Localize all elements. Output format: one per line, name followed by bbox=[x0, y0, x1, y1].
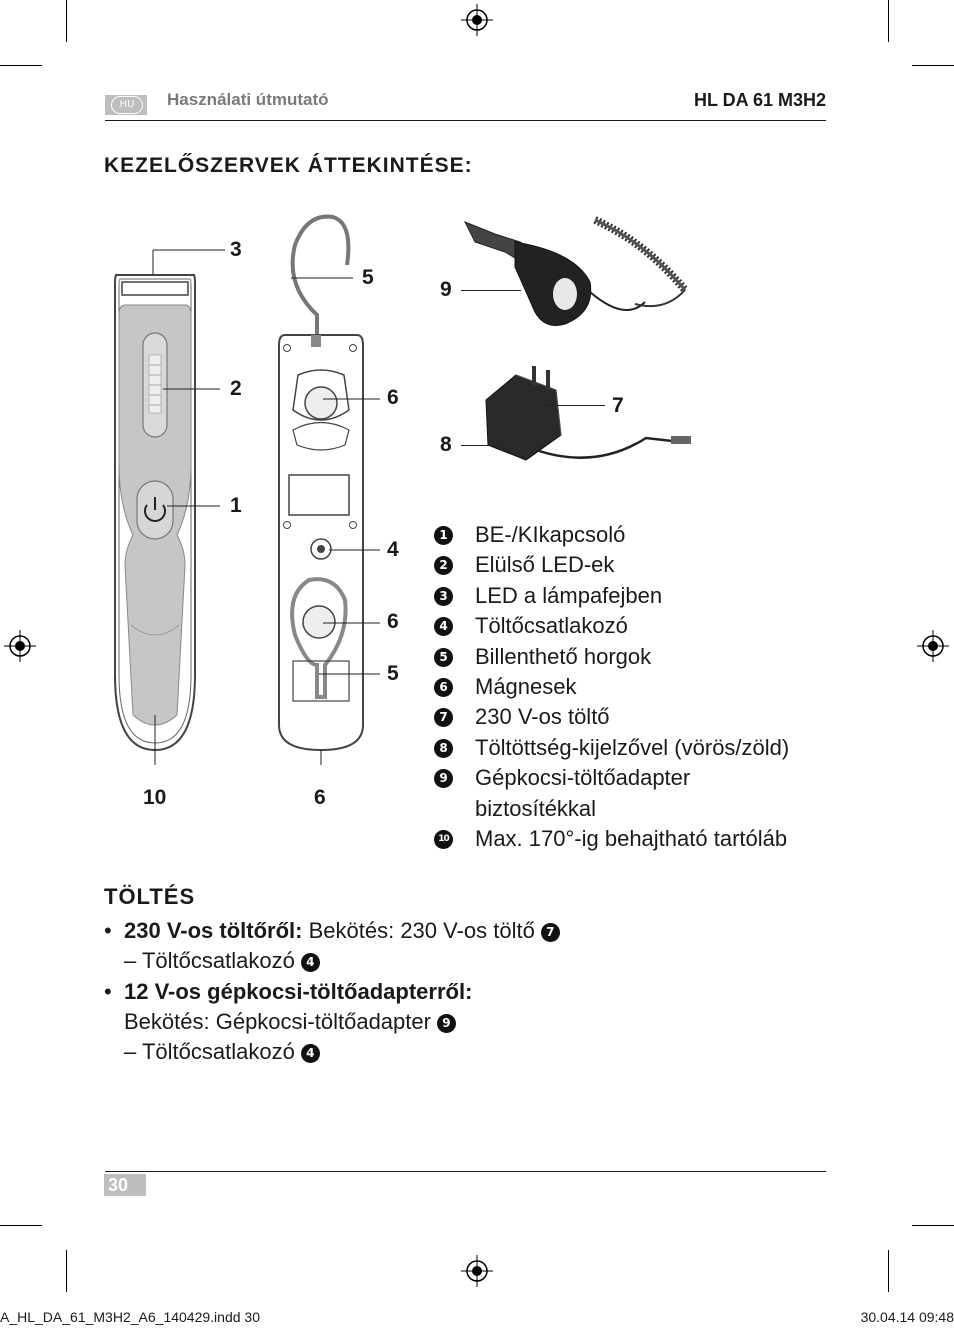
header-divider bbox=[105, 120, 826, 121]
registration-mark-icon bbox=[4, 630, 36, 662]
item-number: 4 bbox=[434, 617, 453, 637]
bullet-bold: 230 V-os töltőről: bbox=[124, 918, 303, 943]
slug-date: 30.04.14 09:48 bbox=[860, 1309, 954, 1325]
bullet-bold: 12 V-os gépkocsi-töltőadapterről: bbox=[124, 979, 473, 1004]
item-label: Gépkocsi-töltőadapter bbox=[475, 765, 691, 791]
crop-mark bbox=[66, 0, 67, 42]
lamp-back-view bbox=[278, 214, 364, 752]
bullet-text-body: Bekötés: Gépkocsi-töltőadapter bbox=[124, 1009, 431, 1034]
crop-mark bbox=[0, 1225, 42, 1226]
item-label-cont: biztosítékkal bbox=[475, 795, 597, 821]
car-charger-leader bbox=[461, 290, 521, 291]
callout-4: 4 bbox=[387, 538, 399, 561]
bullet-text: 12 V-os gépkocsi-töltőadapterről: bbox=[124, 977, 472, 1007]
item-label: LED a lámpafejben bbox=[475, 582, 663, 608]
registration-mark-icon bbox=[461, 1255, 493, 1287]
header-title: Használati útmutató bbox=[167, 90, 329, 109]
callout-5b: 5 bbox=[387, 662, 399, 685]
bullet-text: – Töltőcsatlakozó 4 bbox=[124, 946, 320, 976]
crop-mark bbox=[888, 0, 889, 42]
item-number: 9 bbox=[434, 769, 453, 789]
list-item: 6 Mágnesek bbox=[434, 672, 789, 702]
list-item: 8 Töltöttség-kijelzővel (vörös/zöld) bbox=[434, 733, 789, 763]
ref-number: 4 bbox=[300, 1044, 320, 1063]
footer-divider bbox=[105, 1171, 826, 1172]
parts-list: 1 BE-/KIkapcsoló 2 Elülső LED-ek 3 LED a lá… bbox=[434, 520, 789, 854]
item-number: 1 bbox=[434, 526, 453, 545]
item-label: Elülső LED-ek bbox=[475, 552, 615, 578]
callout-8: 8 bbox=[440, 433, 452, 456]
item-number: 7 bbox=[434, 708, 453, 728]
callout-6c: 6 bbox=[314, 786, 326, 809]
crop-mark bbox=[912, 1225, 954, 1226]
list-item: 4 Töltőcsatlakozó bbox=[434, 611, 789, 641]
wall-charger-illustration bbox=[485, 366, 691, 461]
callout-2: 2 bbox=[230, 377, 242, 400]
callout-7: 7 bbox=[612, 394, 624, 417]
bullet-dot: • bbox=[104, 918, 112, 943]
registration-mark-icon bbox=[917, 630, 949, 662]
crop-mark bbox=[0, 65, 42, 66]
wall-charger-leader-8 bbox=[461, 445, 501, 446]
page-number: 30 bbox=[104, 1174, 146, 1196]
item-number: 3 bbox=[434, 586, 453, 606]
callout-1: 1 bbox=[230, 494, 242, 517]
list-item: 1 BE-/KIkapcsoló bbox=[434, 520, 789, 550]
lamp-front-view bbox=[114, 273, 196, 752]
item-label: 230 V-os töltő bbox=[475, 704, 610, 730]
list-item: 7 230 V-os töltő bbox=[434, 702, 789, 732]
crop-mark bbox=[66, 1250, 67, 1292]
language-code: HU bbox=[111, 96, 143, 114]
bullet-text-body: – Töltőcsatlakozó bbox=[124, 1039, 295, 1064]
registration-mark-icon bbox=[461, 4, 493, 36]
callout-3: 3 bbox=[230, 238, 242, 261]
item-label: Töltöttség-kijelzővel (vörös/zöld) bbox=[475, 734, 790, 760]
product-illustration bbox=[114, 214, 380, 765]
ref-number: 9 bbox=[436, 1014, 456, 1033]
callout-5a: 5 bbox=[362, 266, 374, 289]
ref-number: 4 bbox=[300, 953, 320, 972]
bullet-dot: • bbox=[104, 979, 112, 1004]
item-number: 5 bbox=[434, 647, 453, 667]
list-item: 2 Elülső LED-ek bbox=[434, 550, 789, 580]
callout-6b: 6 bbox=[387, 610, 399, 633]
crop-mark bbox=[888, 1250, 889, 1292]
item-number: 10 bbox=[434, 829, 453, 849]
language-badge: HU bbox=[105, 95, 147, 115]
wall-charger-leader-7 bbox=[545, 405, 605, 406]
bullet-text: Bekötés: Gépkocsi-töltőadapter 9 bbox=[124, 1007, 456, 1037]
item-label: Mágnesek bbox=[475, 673, 577, 699]
slug-filename: A_HL_DA_61_M3H2_A6_140429.indd 30 bbox=[0, 1309, 260, 1325]
item-label: Töltőcsatlakozó bbox=[475, 613, 628, 639]
list-item: 9 Gépkocsi-töltőadapter biztosítékkal bbox=[434, 763, 789, 824]
item-label: BE-/KIkapcsoló bbox=[475, 522, 626, 547]
item-number: 8 bbox=[434, 738, 453, 758]
list-item: 3 LED a lámpafejben bbox=[434, 581, 789, 611]
item-number: 6 bbox=[434, 677, 453, 697]
header-model: HL DA 61 M3H2 bbox=[693, 90, 826, 110]
ref-number: 7 bbox=[540, 923, 560, 942]
callout-10: 10 bbox=[143, 786, 167, 809]
bullet-text-body: Bekötés: 230 V-os töltő bbox=[302, 918, 535, 943]
bullet-text-body: – Töltőcsatlakozó bbox=[124, 948, 295, 973]
item-number: 2 bbox=[434, 556, 453, 576]
bullet-text: – Töltőcsatlakozó 4 bbox=[124, 1037, 320, 1067]
bullet-text: 230 V-os töltőről: Bekötés: 230 V-os töl… bbox=[124, 916, 560, 946]
item-label: Max. 170°-ig behajtható tartóláb bbox=[475, 825, 788, 851]
callout-6a: 6 bbox=[387, 386, 399, 409]
crop-mark bbox=[912, 65, 954, 66]
charging-title: TÖLTÉS bbox=[104, 884, 196, 909]
section-title: KEZELŐSZERVEK ÁTTEKINTÉSE: bbox=[104, 154, 473, 177]
list-item: 5 Billenthető horgok bbox=[434, 642, 789, 672]
car-charger-illustration bbox=[463, 216, 689, 326]
callout-9: 9 bbox=[440, 278, 452, 301]
list-item: 10 Max. 170°-ig behajtható tartóláb bbox=[434, 824, 789, 854]
item-label: Billenthető horgok bbox=[475, 643, 652, 669]
